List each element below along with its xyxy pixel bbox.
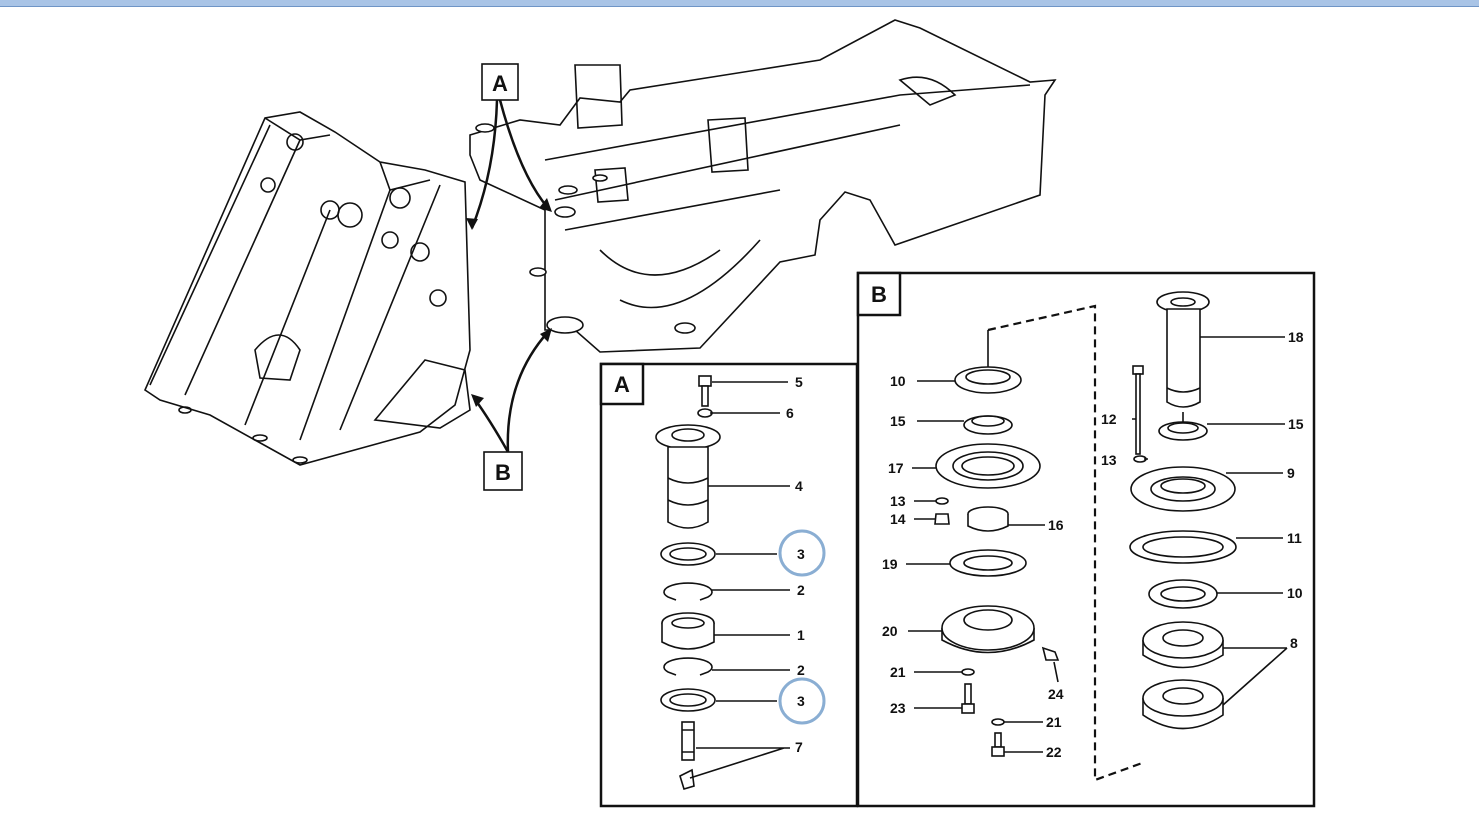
- part-2-circlip-lower: [663, 657, 713, 676]
- window-top-bar: [0, 0, 1479, 7]
- part-4-pin: [655, 424, 721, 529]
- part-3-ring-lower: [660, 688, 716, 712]
- detail-a-panel: A: [599, 362, 859, 808]
- label-part-3-upper: 3: [797, 546, 805, 562]
- part-8-bearing-upper: [1142, 621, 1224, 669]
- label-part-19: 19: [882, 556, 898, 572]
- label-part-18: 18: [1288, 329, 1304, 345]
- part-21-washer-right: [991, 718, 1005, 726]
- rear-frame-drawing: [469, 19, 1057, 353]
- part-1-bushing: [661, 612, 715, 650]
- label-part-14: 14: [890, 511, 906, 527]
- label-part-6: 6: [786, 405, 794, 421]
- label-part-15-right: 15: [1288, 416, 1304, 432]
- callout-a-label: A: [492, 71, 508, 96]
- part-6-washer: [697, 408, 713, 418]
- dashed-connector: [987, 304, 1146, 782]
- part-5-bolt: [698, 375, 712, 407]
- highlight-circle-upper: [778, 529, 826, 577]
- label-part-9: 9: [1287, 465, 1295, 481]
- part-18-pin: [1156, 291, 1210, 408]
- label-part-20: 20: [882, 623, 898, 639]
- label-part-5: 5: [795, 374, 803, 390]
- label-part-1: 1: [797, 627, 805, 643]
- label-part-13-right: 13: [1101, 452, 1117, 468]
- part-24-nipple: [1041, 646, 1060, 661]
- label-part-15-left: 15: [890, 413, 906, 429]
- part-15-ring-right: [1158, 421, 1208, 441]
- label-part-10-left: 10: [890, 373, 906, 389]
- label-part-2-lower: 2: [797, 662, 805, 678]
- label-part-21-right: 21: [1046, 714, 1062, 730]
- label-part-11: 11: [1287, 530, 1302, 546]
- label-part-24: 24: [1048, 686, 1064, 702]
- label-part-10-right: 10: [1287, 585, 1303, 601]
- detail-a-title: A: [614, 372, 630, 397]
- highlight-circle-lower: [778, 677, 826, 725]
- part-13-washer-left: [935, 497, 949, 505]
- label-part-17: 17: [888, 460, 904, 476]
- detail-b-title: B: [871, 282, 887, 307]
- label-part-23: 23: [890, 700, 906, 716]
- label-part-2-upper: 2: [797, 582, 805, 598]
- part-9-flange: [1130, 466, 1236, 512]
- callout-a: A: [466, 63, 552, 230]
- label-part-4: 4: [795, 478, 803, 494]
- front-frame-drawing: [143, 111, 471, 466]
- part-3-ring-upper: [660, 542, 716, 566]
- label-part-21-left: 21: [890, 664, 906, 680]
- label-part-13-left: 13: [890, 493, 906, 509]
- part-19-plate: [949, 549, 1027, 577]
- label-part-7: 7: [795, 739, 803, 755]
- part-8-bearing-lower: [1142, 679, 1224, 730]
- part-10-seal-right: [1148, 579, 1218, 609]
- part-12-bolt: [1132, 365, 1144, 455]
- part-11-plate: [1129, 530, 1237, 564]
- part-17-flange: [935, 443, 1041, 489]
- part-2-circlip-upper: [663, 582, 713, 601]
- part-16-bushing: [967, 506, 1009, 532]
- label-part-3-lower: 3: [797, 693, 805, 709]
- label-part-8: 8: [1290, 635, 1298, 651]
- part-15-ring-left: [963, 415, 1013, 435]
- label-part-22: 22: [1046, 744, 1062, 760]
- part-21-washer-left: [961, 668, 975, 676]
- part-14-nut: [934, 513, 950, 525]
- part-10-seal-left: [954, 366, 1022, 394]
- part-20-housing: [941, 605, 1035, 654]
- callout-b: B: [471, 328, 552, 491]
- callout-b-label: B: [495, 460, 511, 485]
- label-part-12: 12: [1101, 411, 1117, 427]
- part-7-grease-nipple: [679, 721, 695, 790]
- detail-b-panel: B: [856, 271, 1316, 808]
- label-part-16: 16: [1048, 517, 1064, 533]
